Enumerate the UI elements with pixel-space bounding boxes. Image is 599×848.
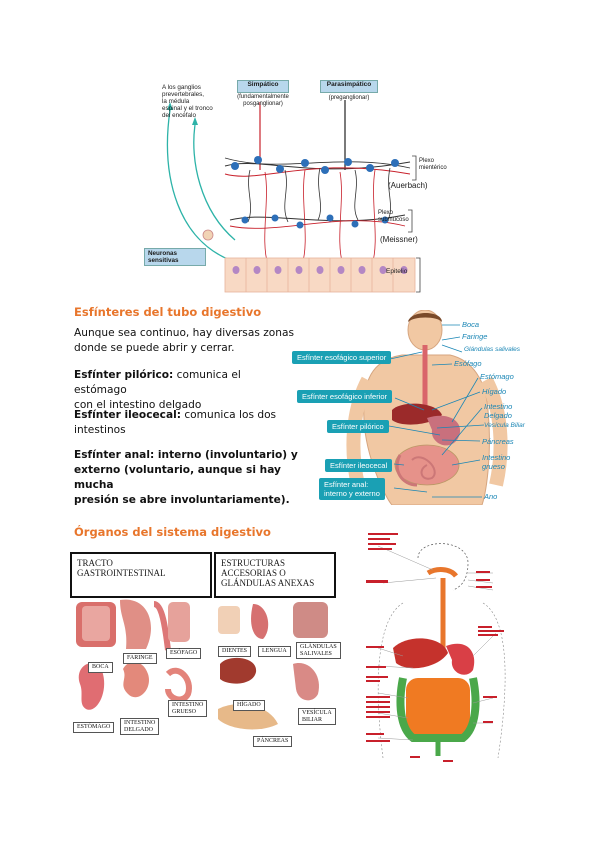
sphincter-body-figure: Esfínter esofágico superior Esfínter eso… <box>292 309 537 506</box>
enteric-nervous-system-figure: A los ganglios prevertebrales, la médula… <box>140 70 447 295</box>
plexo-mienterico-label: Plexo mientérico <box>419 158 447 171</box>
ganglios-label: A los ganglios prevertebrales, la médula… <box>162 84 213 119</box>
organ-intestino-grueso: Intestino grueso <box>482 453 511 471</box>
sphincter-anal: Esfínter anal: interno y externo <box>319 478 385 500</box>
sphincter-ileocecal: Esfínter ileocecal <box>325 459 393 472</box>
sphincter-pyloric: Esfínter pilórico <box>327 420 389 433</box>
organs-montage-figure: Tracto Gastrointestinal Estructuras acce… <box>68 550 348 750</box>
paragraph-intro: Aunque sea continuo, hay diversas zonas … <box>74 327 294 354</box>
neuron-group <box>231 156 399 229</box>
caption-esofago: Esófago <box>166 648 202 659</box>
tracto-gastrointestinal-box: Tracto Gastrointestinal <box>70 552 212 598</box>
caption-faringe: Faringe <box>123 653 157 664</box>
digestive-system-diagram <box>358 528 518 768</box>
organ-estomago: Estómago <box>480 372 514 381</box>
organ-glandulas-salivales: Glándulas salivales <box>464 346 521 353</box>
sensory-arrow-1 <box>166 109 231 261</box>
sphincter-upper-esophageal: Esfínter esofágico superior <box>292 351 392 364</box>
estructuras-accesorias-box: Estructuras accesorias o glándulas anexa… <box>214 552 336 598</box>
enteric-diagram-svg <box>166 100 421 293</box>
plexo-submucoso-label: Plexo submucoso <box>378 210 409 223</box>
simpatico-title: Simpático <box>247 81 279 88</box>
organ-ano: Ano <box>484 492 498 501</box>
caption-vesicula-biliar: Vesículabiliar <box>298 708 336 725</box>
organ-pancreas: Páncreas <box>482 437 514 446</box>
caption-higado: Hígado <box>233 700 265 711</box>
simpatico-box <box>237 80 289 93</box>
digestive-diagram-svg <box>366 533 506 762</box>
organ-vesicula-biliar: Vesícula Biliar <box>484 422 525 429</box>
epitelio-label: Epitelio <box>386 268 408 275</box>
sensory-arrow-2 <box>193 124 236 241</box>
paragraph-piloric: Esfínter pilórico: comunica el estómago … <box>74 369 241 411</box>
meissner-label: (Meissner) <box>380 235 418 244</box>
caption-estomago: Estómago <box>73 722 115 733</box>
sphincter-lower-esophageal: Esfínter esofágico inferior <box>297 390 393 403</box>
parasimpatico-box <box>320 80 378 93</box>
epithelium-cells <box>224 257 416 293</box>
caption-lengua: Lengua <box>258 646 291 657</box>
caption-intestino-delgado: Intestinodelgado <box>120 718 160 735</box>
section-heading-esfinteres: Esfínteres del tubo digestivo <box>74 305 262 319</box>
parasimpatico-title: Parasimpático <box>326 81 372 88</box>
arrow-head-2 <box>192 117 198 125</box>
simpatico-sub: (fundamentalmente posganglionar) <box>237 94 289 107</box>
organ-esofago: Esófago <box>454 359 482 368</box>
organ-faringe: Faringe <box>462 332 488 341</box>
organ-intestino-delgado: Intestino Delgado <box>484 402 513 420</box>
arrow-head-1 <box>167 102 173 110</box>
auerbach-label: (Auerbach) <box>388 181 428 190</box>
parasimpatico-sub: (preganglionar) <box>328 95 370 101</box>
organ-boca: Boca <box>462 320 480 329</box>
caption-dientes: Dientes <box>218 646 251 657</box>
paragraph-ileocecal: Esfínter ileocecal: comunica los dos int… <box>74 409 277 436</box>
paragraph-anal: Esfínter anal: interno (involuntario) y … <box>74 449 298 506</box>
section-heading-organos: Órganos del sistema digestivo <box>74 525 271 539</box>
caption-boca: Boca <box>88 662 113 673</box>
caption-pancreas: Páncreas <box>253 736 293 747</box>
organ-higado: Hígado <box>482 387 507 396</box>
neuronas-sensitivas-label: Neuronas sensitivas <box>144 248 206 266</box>
sensory-neuron <box>202 229 214 241</box>
